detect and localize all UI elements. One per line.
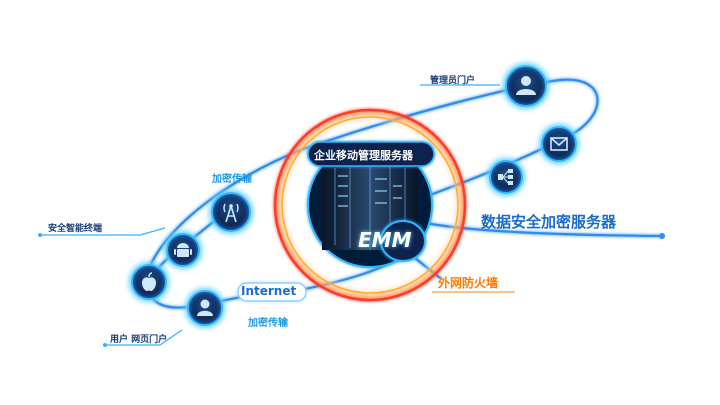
server-title-pill [307,141,435,167]
emm-center [273,108,467,302]
user-portal-label: 用户 网页门户 [110,335,168,345]
transfer-top-label: 加密传输 [212,174,252,185]
apple-node[interactable] [131,264,167,300]
tower-node[interactable] [211,192,251,232]
mail-icon [550,137,568,151]
server-title: 企业移动管理服务器 [314,149,413,162]
emm-label: EMM [358,228,412,252]
admin-portal-node[interactable] [505,65,547,107]
emm-badge [380,220,426,262]
signal-tower-icon [223,203,239,223]
user-icon [197,299,213,316]
apple-icon [142,272,156,291]
network-icon [498,169,513,185]
user-icon [516,76,536,95]
firewall-label: 外网防火墙 [438,276,499,290]
admin-portal-label: 管理员门户 [430,76,476,86]
android-node[interactable] [166,233,200,267]
data-server-label: 数据安全加密服务器 [481,213,617,231]
internet-label: Internet [241,284,297,298]
internet-capsule [237,282,307,302]
network-node[interactable] [489,160,523,194]
callout-lines [38,84,665,347]
terminal-label: 安全智能终端 [48,224,103,234]
user-node[interactable] [187,290,223,326]
transfer-bottom-label: 加密传输 [248,318,288,329]
mail-node[interactable] [541,126,577,162]
android-icon [174,243,192,257]
